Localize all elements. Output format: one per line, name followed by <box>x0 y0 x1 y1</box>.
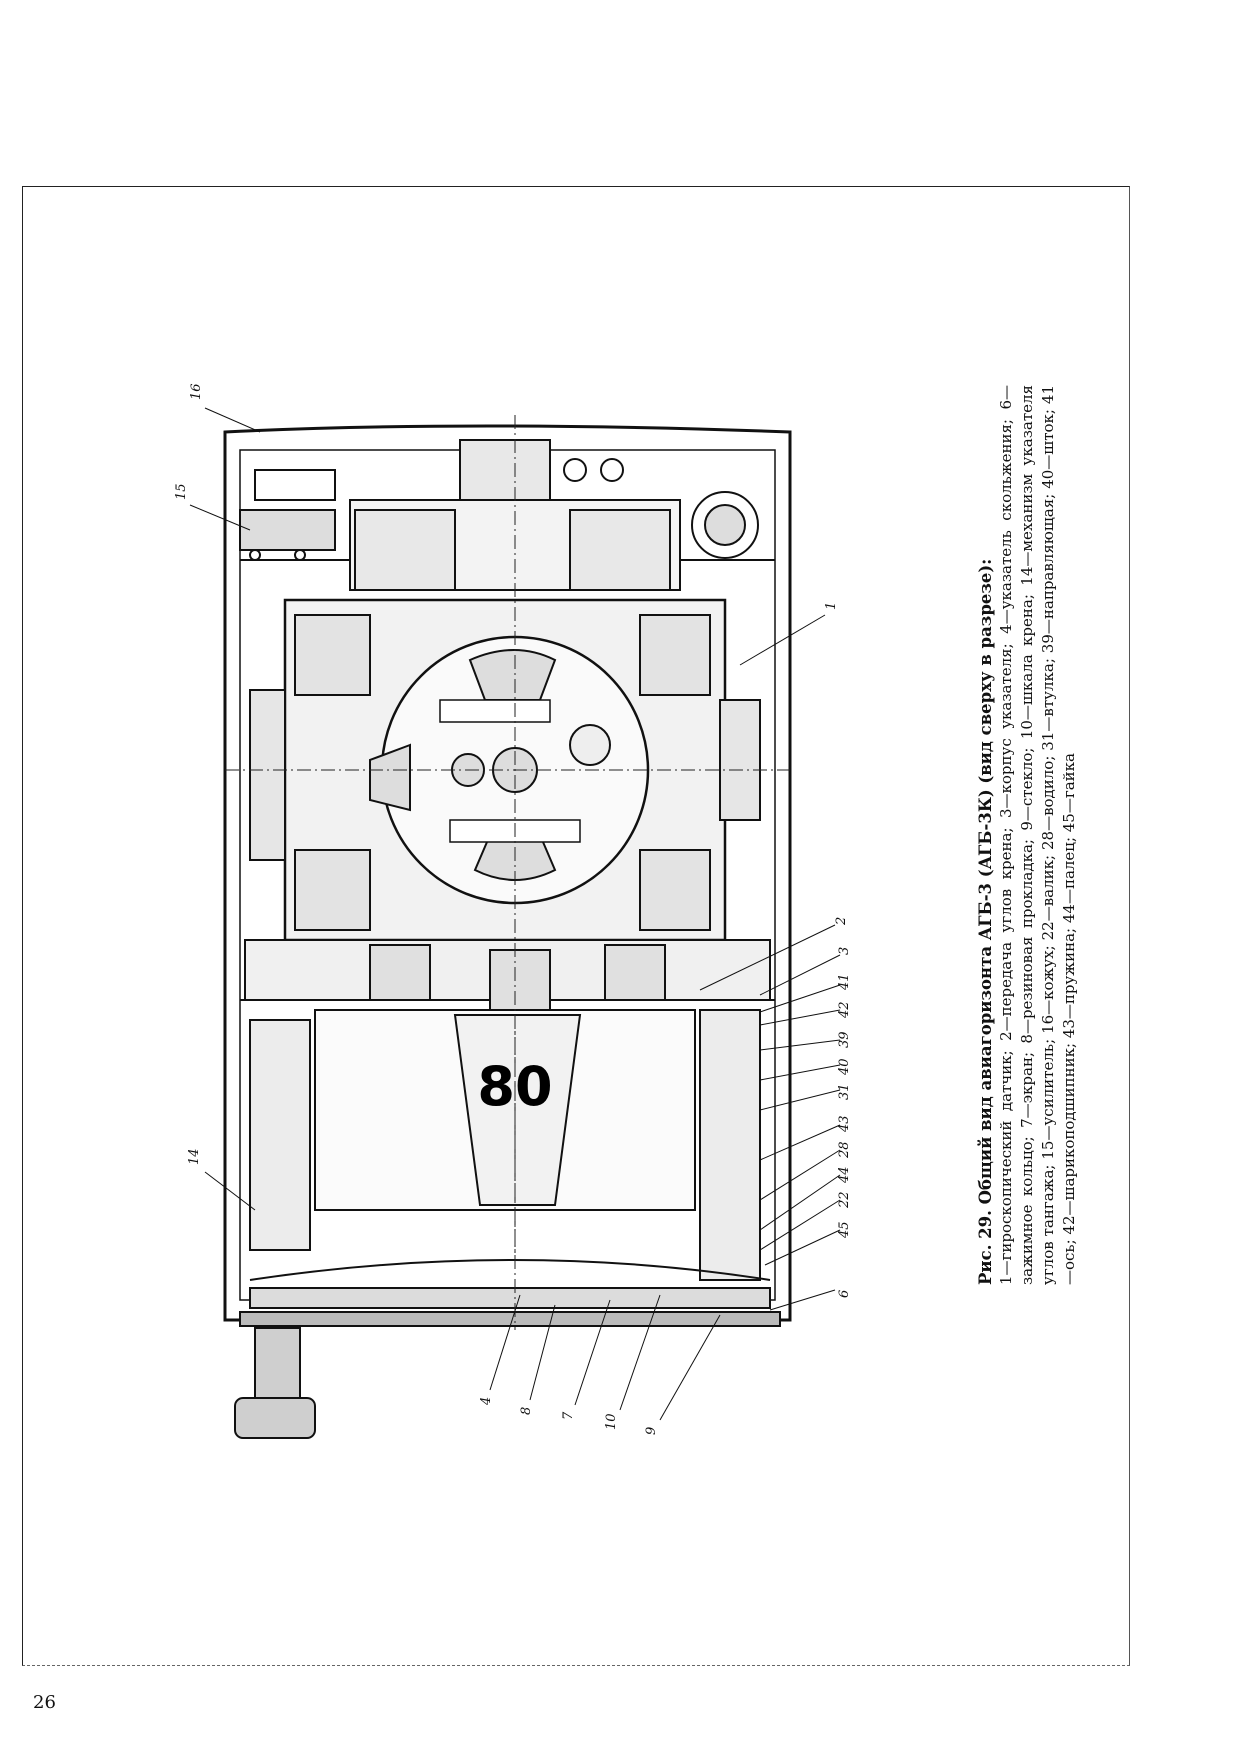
callout-22: 22 <box>837 1191 852 1209</box>
callout-2: 2 <box>834 917 849 926</box>
page-frame <box>22 186 1130 1666</box>
callout-40: 40 <box>837 1058 852 1076</box>
callout-labels: 16 15 1 14 2 3 41 42 39 40 31 43 28 44 2… <box>174 383 852 1435</box>
figure-title: Рис. 29. Общий вид авиагоризонта АГБ-3 (… <box>976 558 995 1285</box>
glass-assembly <box>239 1259 781 1327</box>
callout-6: 6 <box>837 1290 852 1298</box>
middle-band <box>244 939 771 1016</box>
callout-44: 44 <box>837 1166 852 1184</box>
callout-8: 8 <box>519 1407 534 1415</box>
callout-10: 10 <box>604 1413 619 1430</box>
figure-legend: 1—гироскопический датчик; 2—передача угл… <box>997 385 1078 1285</box>
callout-31: 31 <box>837 1083 852 1100</box>
figure-caption: Рис. 29. Общий вид авиагоризонта АГБ-3 (… <box>975 385 1080 1285</box>
callout-41: 41 <box>837 973 852 991</box>
callout-9: 9 <box>644 1427 659 1435</box>
callout-14: 14 <box>187 1148 202 1165</box>
callout-45: 45 <box>837 1221 852 1239</box>
callout-39: 39 <box>837 1031 852 1048</box>
callout-42: 42 <box>837 1001 852 1019</box>
callout-1: 1 <box>824 602 839 610</box>
callout-15: 15 <box>174 483 189 500</box>
top-rotor-assembly <box>349 439 759 591</box>
amplifier-block <box>239 469 336 561</box>
page-number: 26 <box>33 1692 56 1713</box>
adjust-knob <box>234 1327 316 1439</box>
callout-3: 3 <box>837 947 852 955</box>
callout-4: 4 <box>479 1397 494 1406</box>
callout-43: 43 <box>837 1115 852 1133</box>
pitch-scale-window <box>249 1009 761 1300</box>
leader-lines <box>189 407 841 1421</box>
callout-28: 28 <box>837 1141 852 1159</box>
callout-16: 16 <box>189 383 204 400</box>
callout-7: 7 <box>561 1411 576 1420</box>
